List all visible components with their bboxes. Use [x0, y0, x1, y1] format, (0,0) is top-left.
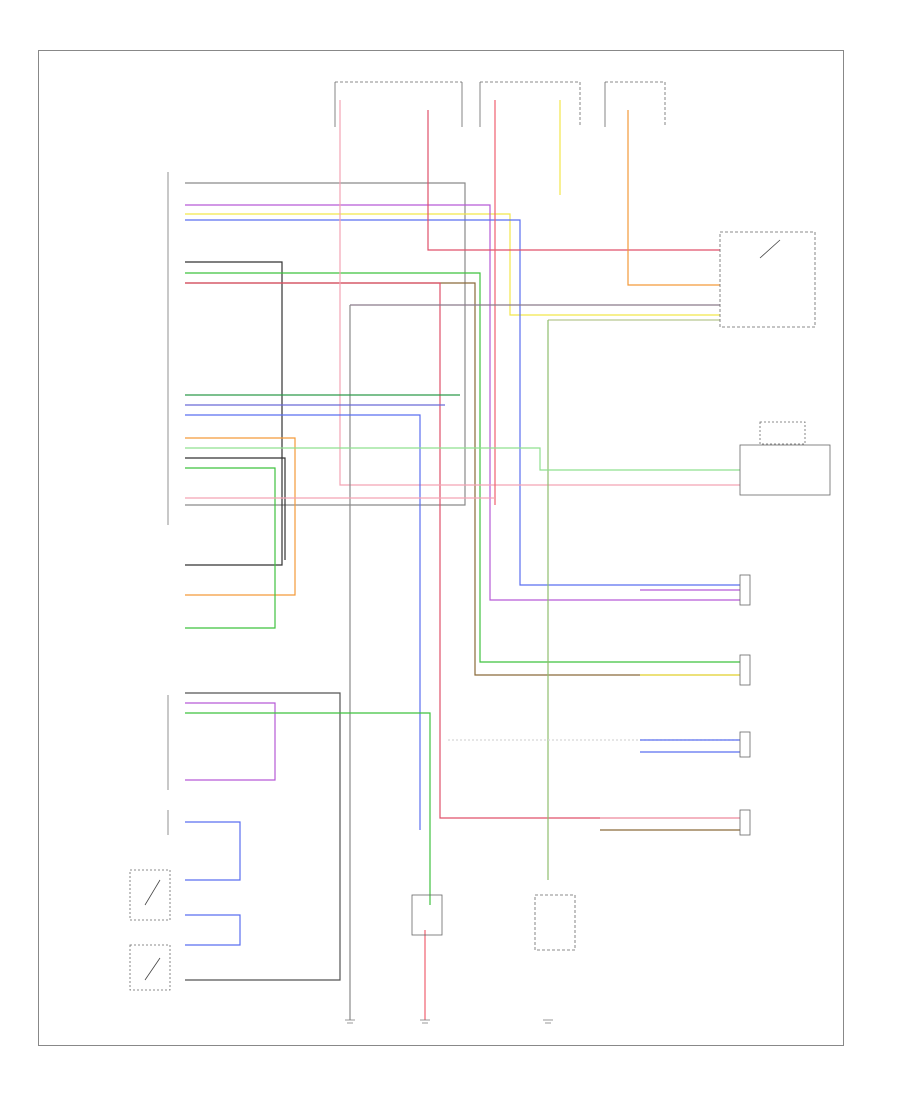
wire-blue-3 — [185, 414, 421, 830]
wire-green-2 — [185, 467, 276, 629]
wire-violet-2 — [185, 702, 276, 781]
relay-box-1 — [411, 894, 443, 936]
wire-blue-5 — [185, 914, 241, 946]
door-lock-motor-box-2 — [739, 654, 751, 686]
wire-pink-1 — [339, 100, 740, 486]
wire-orange-1 — [627, 110, 720, 286]
wire-lightgreen-3 — [185, 447, 740, 471]
wire-yellow-1 — [185, 213, 720, 316]
right-label-column — [745, 340, 840, 840]
left-label-column — [60, 180, 165, 520]
wire-black-2 — [185, 457, 286, 560]
switch-box-1 — [129, 869, 171, 921]
relay-box-2 — [534, 894, 576, 951]
wire-green-1 — [185, 272, 740, 663]
door-lock-motor-box-4 — [739, 809, 751, 836]
door-lock-motor-box-1 — [739, 574, 751, 606]
wire-black-3 — [185, 692, 341, 981]
wire-brown-1 — [185, 282, 740, 676]
door-lock-motor-box-3 — [739, 731, 751, 758]
components — [129, 231, 831, 991]
wire-gray-1 — [185, 182, 466, 506]
transponder-module-box — [739, 444, 831, 496]
diagram-frame — [38, 50, 844, 1046]
wire-violet-1 — [185, 204, 740, 601]
wire-green-3 — [185, 712, 431, 905]
wire-group — [185, 100, 740, 1020]
switch-box-2 — [129, 944, 171, 991]
ground-symbols — [345, 1019, 553, 1024]
wire-blue-1 — [185, 219, 740, 586]
wire-black-1 — [185, 261, 283, 566]
wire-red-2 — [427, 110, 720, 251]
wire-blue-4 — [185, 821, 241, 881]
parking-brake-switch-box — [719, 231, 816, 328]
wire-red-1 — [185, 282, 740, 819]
keyless-module-box — [759, 421, 806, 445]
wire-orange-2 — [185, 437, 296, 596]
fuse-box-1 — [334, 81, 666, 127]
